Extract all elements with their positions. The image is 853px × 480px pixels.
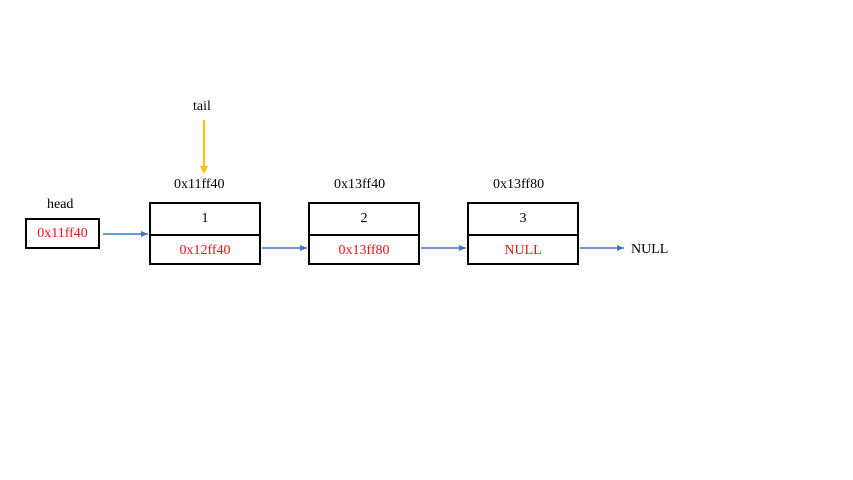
- tail-label: tail: [193, 99, 211, 114]
- node-2: 2 0x13ff80: [308, 202, 420, 265]
- node-1: 1 0x12ff40: [149, 202, 261, 265]
- tail-arrow-head: [200, 166, 208, 174]
- node-1-data: 1: [201, 211, 209, 226]
- head-label: head: [47, 197, 74, 212]
- node-3-address: 0x13ff80: [493, 177, 545, 192]
- head-pointer-value: 0x11ff40: [37, 225, 88, 241]
- terminal-null-label: NULL: [631, 242, 669, 257]
- head-pointer-box: 0x11ff40: [25, 218, 100, 249]
- node-3: 3 NULL: [467, 202, 579, 265]
- node-2-next: 0x13ff80: [310, 234, 418, 266]
- node-2-address: 0x13ff40: [334, 177, 386, 192]
- node-1-address: 0x11ff40: [174, 177, 225, 192]
- node-3-data: 3: [519, 211, 527, 226]
- node-2-data: 2: [360, 211, 368, 226]
- node-1-next: 0x12ff40: [151, 234, 259, 266]
- node-3-next: NULL: [469, 234, 577, 266]
